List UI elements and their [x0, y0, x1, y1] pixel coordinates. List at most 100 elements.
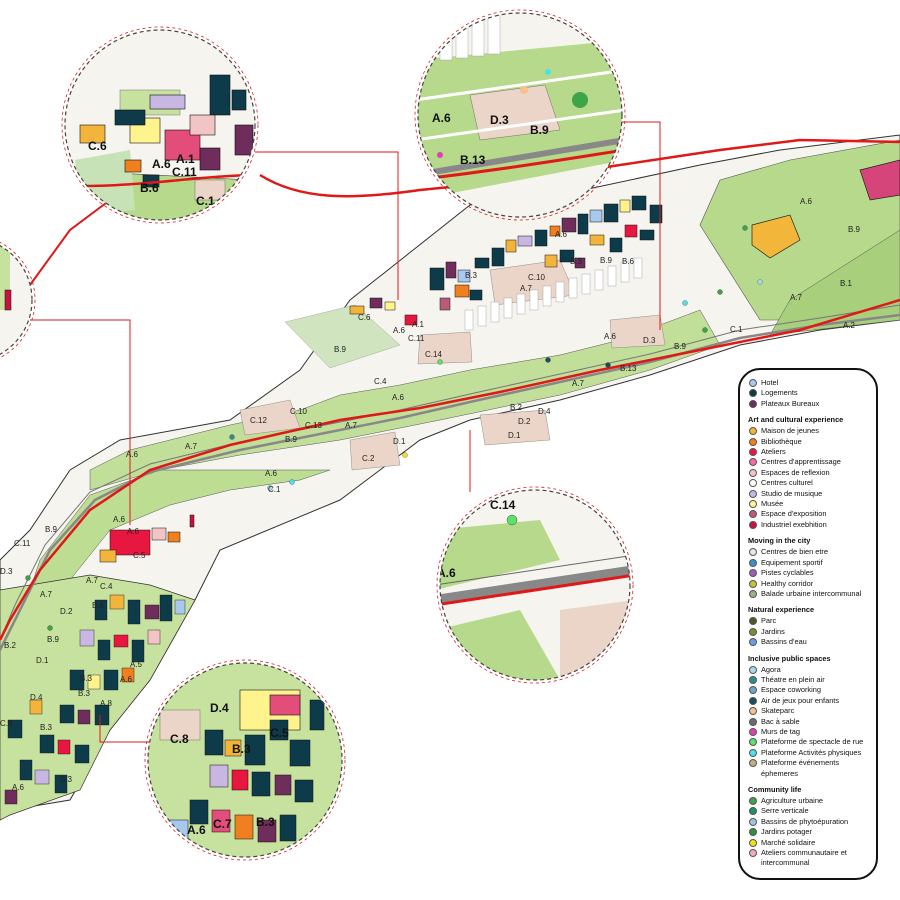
legend-item: Espace d'exposition — [748, 509, 870, 519]
legend-label: Ateliers — [761, 447, 786, 457]
legend-label: Maison de jeunes — [761, 426, 819, 436]
label-c4: C.4 — [374, 377, 387, 386]
label-a6-top: A.6 — [555, 230, 568, 239]
legend-section-title: Inclusive public spaces — [748, 653, 831, 663]
legend-label: Equipement sportif — [761, 557, 823, 567]
label-b2: B.2 — [510, 403, 523, 412]
label-c12: C.12 — [250, 416, 267, 425]
legend-label: Hotel — [761, 378, 779, 387]
legend-item: Espace coworking — [748, 685, 870, 695]
label-a6-top2: A.6 — [393, 326, 406, 335]
label-b6-top: B.6 — [622, 257, 635, 266]
label-d3-sw: D.3 — [0, 567, 13, 576]
label-b9-w: B.9 — [285, 435, 298, 444]
tr-label-b13: B.13 — [460, 153, 486, 167]
label-a6-sw5: A.6 — [127, 527, 140, 536]
legend-swatch — [749, 479, 757, 488]
bt-label-c7: C.7 — [213, 817, 232, 831]
legend-label: Ateliers communautaire et intercommunal — [761, 848, 847, 868]
field-b9 — [284, 304, 401, 369]
label-c13: C.13 — [305, 421, 322, 430]
map-dots — [25, 225, 763, 631]
bt-label-c5: C.5 — [270, 726, 289, 740]
bt-label-b3b: B.3 — [256, 815, 275, 829]
label-b3-top: B.3 — [465, 271, 478, 280]
label-c1-w: C.1 — [268, 485, 281, 494]
label-c1-e: C.1 — [730, 325, 743, 334]
building-cluster-sw — [4, 594, 186, 805]
legend-section-title: Moving in the city — [748, 536, 811, 546]
tl-label-b6: B.6 — [140, 181, 159, 195]
district-sw — [0, 574, 196, 821]
legend-item: Ateliers communautaire et intercommunal — [748, 848, 870, 869]
legend-item: Bassins d'eau — [748, 637, 870, 647]
legend-item: Equipement sportif — [748, 558, 870, 568]
legend-item: Plateforme de spectacle de rue — [748, 737, 870, 747]
legend-item: Plateaux Bureaux — [748, 399, 870, 409]
legend-label: Healthy corridor — [761, 578, 814, 588]
legend-label: Balade urbaine intercommunal — [761, 588, 862, 598]
legend-item: Bac à sable — [748, 717, 870, 727]
label-b6-sw: B.6 — [92, 601, 105, 610]
legend-item: Ateliers — [748, 447, 870, 457]
legend-swatch — [749, 738, 757, 747]
legend-swatch — [749, 838, 757, 847]
legend-label: Centres culturel — [761, 478, 813, 488]
legend-swatch — [749, 500, 757, 509]
legend-label: Centres de bien etre — [761, 547, 828, 557]
label-b3-top2: B.3 — [570, 257, 583, 266]
legend-item: Skateparc — [748, 706, 870, 716]
legend-swatch — [749, 468, 757, 477]
label-a6-ne: A.6 — [800, 197, 813, 206]
legend-item: Jardins — [748, 627, 870, 637]
legend-label: Industriel exebhition — [761, 519, 827, 529]
label-d4-sw: D.4 — [30, 693, 43, 702]
label-c2: C.2 — [362, 454, 375, 463]
legend-item: Studio de musique — [748, 489, 870, 499]
label-b2-sw: B.2 — [4, 641, 17, 650]
legend-item: Marché solidaire — [748, 838, 870, 848]
label-a6-mid: A.6 — [604, 332, 617, 341]
site-boundary — [0, 134, 900, 821]
legend-swatch — [749, 686, 757, 695]
label-c11-w: C.11 — [14, 539, 31, 548]
legend-swatch — [749, 717, 757, 726]
label-d1-sw: D.1 — [36, 656, 49, 665]
label-a7-sw: A.7 — [40, 590, 53, 599]
tl-label-a1: A.1 — [176, 152, 195, 166]
label-a7-e: A.7 — [790, 293, 803, 302]
legend-swatch — [749, 675, 757, 684]
legend-swatch — [749, 638, 757, 647]
label-a7-w: A.7 — [185, 442, 198, 451]
legend-label: Skateparc — [761, 706, 795, 716]
legend-swatch — [749, 759, 757, 768]
label-c14: C.14 — [425, 350, 442, 359]
red-route — [0, 298, 900, 641]
legend-label: Serre verticale — [761, 806, 809, 816]
map-legend: Hotel Logements Plateaux Bureaux Art and… — [738, 368, 878, 880]
legend-item: Industriel exebhition — [748, 520, 870, 530]
label-b9-ne: B.9 — [848, 225, 861, 234]
legend-swatch — [749, 696, 757, 705]
label-a7-sw2: A.7 — [86, 576, 99, 585]
legend-swatch — [749, 589, 757, 598]
callout-circle-bottom: D.4 C.8 C.5 B.3 A.6 C.7 B.3 — [144, 659, 346, 861]
legend-swatch — [749, 665, 757, 674]
legend-item: Murs de tag — [748, 727, 870, 737]
legend-label: Jardins potager — [761, 827, 812, 837]
building-cluster-top — [349, 195, 663, 326]
label-a5-sw: A.5 — [130, 660, 143, 669]
label-c11-top: C.11 — [408, 334, 425, 343]
legend-swatch — [749, 448, 757, 457]
legend-swatch — [749, 748, 757, 757]
legend-label: Air de jeux pour enfants — [761, 695, 840, 705]
legend-swatch — [749, 828, 757, 837]
bt-label-d4: D.4 — [210, 701, 229, 715]
legend-top-items: Hotel Logements Plateaux Bureaux — [748, 378, 870, 409]
legend-section-title: Art and cultural experience — [748, 415, 844, 425]
legend-swatch — [749, 437, 757, 446]
callout-circle-left — [0, 238, 36, 362]
